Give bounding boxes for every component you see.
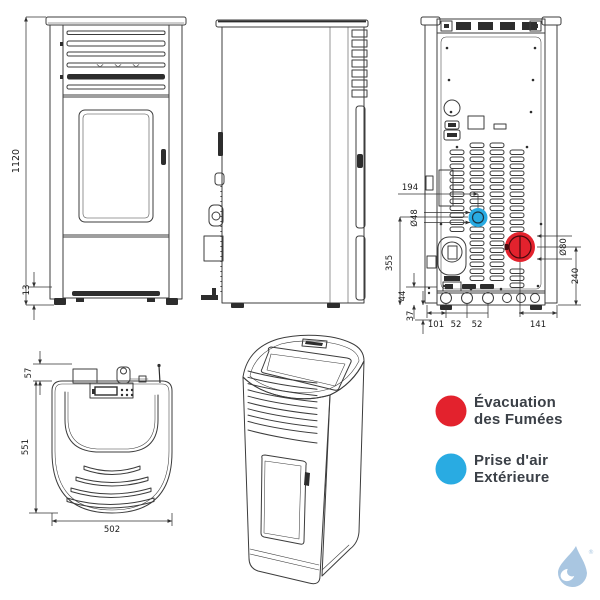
front-right-column — [168, 24, 183, 300]
front-view: 1120 13 — [11, 16, 187, 320]
top-control-panel — [89, 382, 134, 399]
dim-h44: 44 — [398, 291, 408, 302]
drop-logo-icon — [557, 546, 587, 588]
top-dimensions: 57 551 502 — [21, 351, 173, 535]
control-display — [94, 386, 118, 396]
front-dim-foot: 13 — [22, 272, 52, 320]
legend-air-line1: Prise d'air — [474, 452, 548, 469]
top-rear-box — [72, 368, 98, 384]
legend-air-line2: Extérieure — [474, 469, 549, 486]
perspective-louvers — [247, 370, 318, 444]
dim-h37: 37 — [406, 311, 416, 322]
front-lower-panel — [62, 236, 170, 299]
registered-mark: ® — [588, 549, 594, 556]
top-hinge — [116, 366, 131, 384]
rear-right-column — [544, 24, 558, 304]
side-body — [221, 26, 365, 304]
dim-w101: 101 — [428, 320, 444, 330]
front-dim-height: 1120 — [11, 16, 54, 306]
rear-upper-port — [443, 99, 461, 117]
side-view — [201, 19, 369, 308]
perspective-top-face — [242, 334, 365, 400]
front-left-column — [49, 24, 64, 300]
top-grille-arcs — [66, 465, 155, 509]
legend-flue-line1: Évacuation — [474, 394, 556, 411]
perspective-side-face — [321, 360, 365, 577]
control-buttons — [120, 388, 134, 397]
legend-item-flue: Évacuation des Fumées — [435, 394, 563, 428]
dim-front-height: 1120 — [11, 149, 22, 173]
rear-view: 194 Ø48 355 44 37 101 52 52 — [385, 16, 581, 334]
legend-flue-line2: des Fumées — [474, 411, 563, 428]
dim-flue-height: 240 — [571, 268, 581, 284]
front-grille — [60, 24, 170, 96]
rear-cable-fitting — [443, 120, 461, 141]
rear-top-slots — [436, 18, 546, 34]
legend-dot-flue — [435, 395, 467, 427]
dim-top-width: 502 — [104, 525, 120, 535]
legend-item-air: Prise d'air Extérieure — [435, 452, 549, 486]
legend: Évacuation des Fumées Prise d'air Extéri… — [435, 394, 563, 486]
legend-dot-air — [435, 453, 467, 485]
perspective-view — [242, 334, 365, 585]
dim-air-offset: 194 — [402, 183, 418, 193]
front-door-window — [78, 109, 154, 223]
dim-w52a: 52 — [451, 320, 462, 330]
front-door — [62, 96, 170, 236]
side-feet — [231, 303, 340, 308]
dim-air-diameter: Ø48 — [409, 209, 420, 227]
perspective-door — [260, 454, 310, 545]
flue-outlet-port — [504, 232, 535, 262]
side-rear-fittings — [201, 132, 225, 300]
front-top-plate — [45, 16, 187, 26]
dim-top-depth: 551 — [21, 439, 31, 455]
side-door-handle — [357, 154, 363, 168]
top-antenna — [158, 365, 161, 384]
front-feet — [54, 298, 178, 305]
perspective-door-handle — [304, 472, 310, 486]
top-view: 57 551 502 — [21, 351, 173, 535]
rear-bottom-strip — [436, 290, 546, 310]
dim-air-height: 355 — [385, 255, 395, 271]
brand-logo: ® — [557, 546, 594, 588]
perspective-hopper-lid — [260, 338, 352, 391]
front-door-handle — [161, 149, 166, 165]
air-intake-port — [468, 208, 488, 227]
rear-junction-box — [467, 115, 485, 130]
rear-dimensions: 194 Ø48 355 44 37 101 52 52 — [385, 183, 581, 334]
side-louvers — [351, 29, 368, 98]
rear-fan-housing — [437, 236, 467, 292]
dim-w52b: 52 — [472, 320, 483, 330]
dim-top-rear-depth: 57 — [24, 368, 34, 379]
dim-front-foot: 13 — [22, 285, 32, 296]
top-body — [51, 380, 173, 514]
air-intake-marker — [468, 208, 488, 227]
dim-w141: 141 — [530, 320, 546, 330]
side-flue-box — [203, 235, 224, 262]
